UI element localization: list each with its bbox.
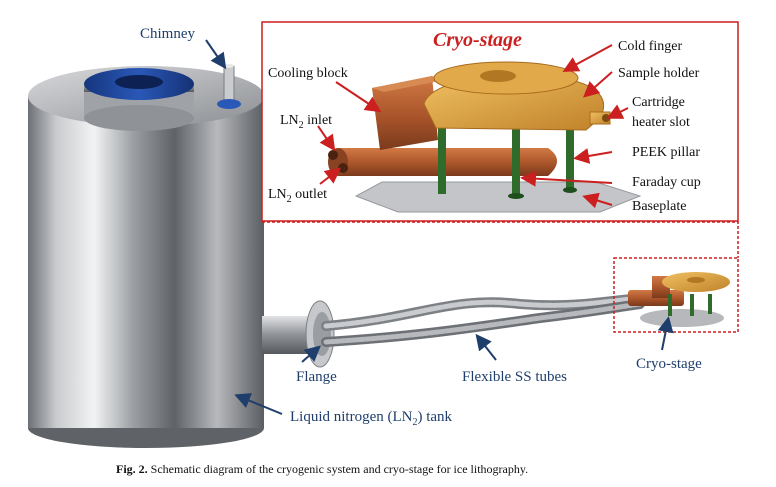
ln2-tubes	[338, 148, 557, 176]
chimney	[217, 64, 241, 109]
arrow-cooling-block	[335, 81, 382, 113]
arrow-sample-holder	[583, 71, 613, 98]
arrow-chimney	[205, 39, 227, 70]
label-cartridge-line1: Cartridge	[632, 95, 685, 110]
label-cold-finger: Cold finger	[618, 39, 682, 54]
label-peek-pillar: PEEK pillar	[632, 145, 700, 160]
caption-text: Schematic diagram of the cryogenic syste…	[150, 462, 529, 476]
arrow-peek-pillar	[573, 148, 613, 164]
cooling-block	[372, 76, 438, 150]
arrow-baseplate	[582, 192, 613, 209]
ln2-tank	[28, 66, 264, 448]
arrow-faraday-cup	[520, 170, 613, 187]
label-baseplate: Baseplate	[632, 199, 686, 214]
label-ln2-inlet: LN2 inlet	[280, 113, 332, 131]
tank-lid	[84, 68, 194, 131]
arrow-flange	[301, 345, 322, 363]
flange	[262, 300, 335, 368]
arrow-cartridge	[606, 104, 629, 119]
figure-number: Fig. 2.	[116, 462, 148, 476]
label-tank: Liquid nitrogen (LN2) tank	[290, 409, 453, 428]
arrow-ln2-outlet	[319, 167, 342, 185]
figure-caption: Fig. 2. Schematic diagram of the cryogen…	[116, 462, 716, 477]
label-sample-holder: Sample holder	[618, 66, 700, 81]
label-flange: Flange	[296, 369, 337, 385]
cryo-stage-highlight-box	[613, 257, 739, 333]
inset-title: Cryo-stage	[433, 29, 522, 51]
label-ln2-outlet: LN2 outlet	[268, 187, 327, 205]
label-chimney: Chimney	[140, 26, 195, 42]
label-faraday-cup: Faraday cup	[632, 175, 701, 190]
label-cryo-stage: Cryo-stage	[636, 356, 702, 372]
flexible-ss-tubes	[321, 293, 645, 347]
label-cooling-block: Cooling block	[268, 66, 348, 81]
cryo-stage-small	[628, 272, 730, 327]
baseplate	[354, 181, 642, 213]
inset-connector-line	[262, 221, 739, 258]
arrow-tank	[234, 393, 283, 415]
cryo-stage-render	[328, 61, 642, 213]
arrow-cold-finger	[562, 44, 613, 72]
arrow-flexible-tubes	[475, 333, 497, 361]
label-flexible-tubes: Flexible SS tubes	[462, 369, 567, 385]
label-cartridge-line2: heater slot	[632, 115, 690, 130]
arrow-ln2-inlet	[317, 125, 336, 152]
arrow-cryo-stage	[657, 316, 674, 351]
